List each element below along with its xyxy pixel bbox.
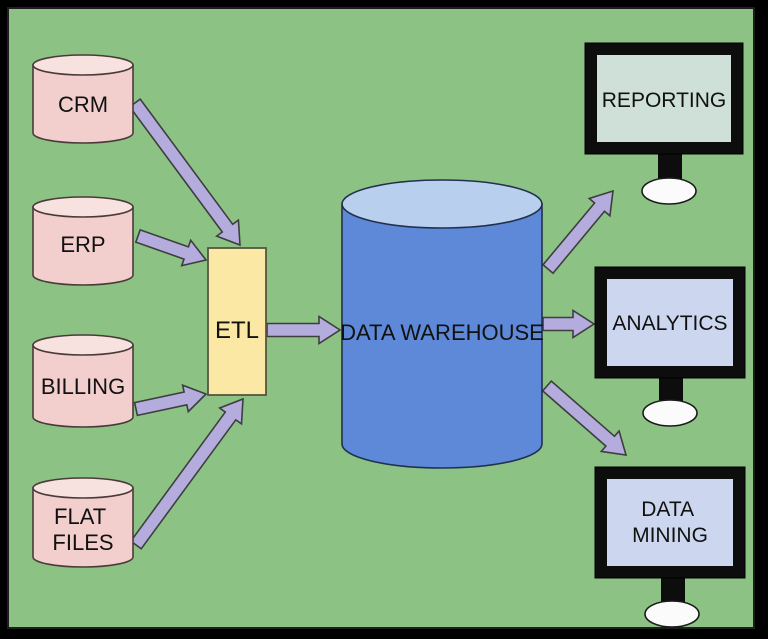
crm-label: CRM [58, 92, 108, 117]
arrow-warehouse-to-analytics [542, 309, 596, 339]
source-crm: CRM [32, 54, 134, 144]
warehouse-label: DATA WAREHOUSE [340, 320, 544, 345]
reporting-monitor-screen [597, 55, 731, 142]
arrow-warehouse-to-reporting [541, 189, 614, 275]
billing-cylinder-body [32, 344, 134, 428]
flat-files-cylinder-body [32, 487, 134, 568]
billing-cylinder-top [32, 334, 134, 356]
connector-arrows [128, 97, 628, 550]
output-data-mining: DATA MINING [594, 466, 746, 628]
billing-label: BILLING [41, 374, 125, 399]
mining-monitor-screen [607, 479, 733, 566]
erp-label: ERP [60, 232, 105, 257]
arrow-etl-to-warehouse [266, 315, 342, 345]
source-erp: ERP [32, 196, 134, 286]
reporting-monitor-base [641, 177, 697, 205]
output-reporting: REPORTING [584, 42, 744, 205]
arrow-warehouse-to-mining [541, 379, 628, 456]
output-analytics: ANALYTICS [594, 266, 746, 427]
mining-monitor-base [644, 600, 700, 628]
etl-box [207, 247, 267, 396]
flat-files-label: FLAT FILES [52, 504, 113, 555]
crm-cylinder-body [32, 64, 134, 144]
arrow-billing-to-etl [133, 383, 208, 417]
analytics-label: ANALYTICS [612, 312, 727, 335]
source-flat-files: FLAT FILES [32, 477, 134, 568]
source-billing: BILLING [32, 334, 134, 428]
erp-cylinder-top [32, 196, 134, 218]
arrow-erp-to-etl [134, 228, 208, 267]
etl-label: ETL [215, 317, 259, 344]
flat-files-cylinder-top [32, 477, 134, 499]
erp-cylinder-body [32, 206, 134, 286]
arrow-flat-files-to-etl [129, 397, 244, 550]
warehouse-node: DATA WAREHOUSE [340, 179, 544, 469]
reporting-label: REPORTING [602, 89, 726, 112]
analytics-monitor-base [642, 399, 698, 427]
etl-node: ETL [207, 247, 267, 396]
mining-label: DATA MINING [632, 498, 708, 547]
arrow-crm-to-etl [128, 97, 241, 247]
analytics-monitor-screen [607, 279, 733, 366]
warehouse-cylinder-body [341, 203, 543, 469]
crm-cylinder-top [32, 54, 134, 76]
warehouse-cylinder-top [341, 179, 543, 229]
